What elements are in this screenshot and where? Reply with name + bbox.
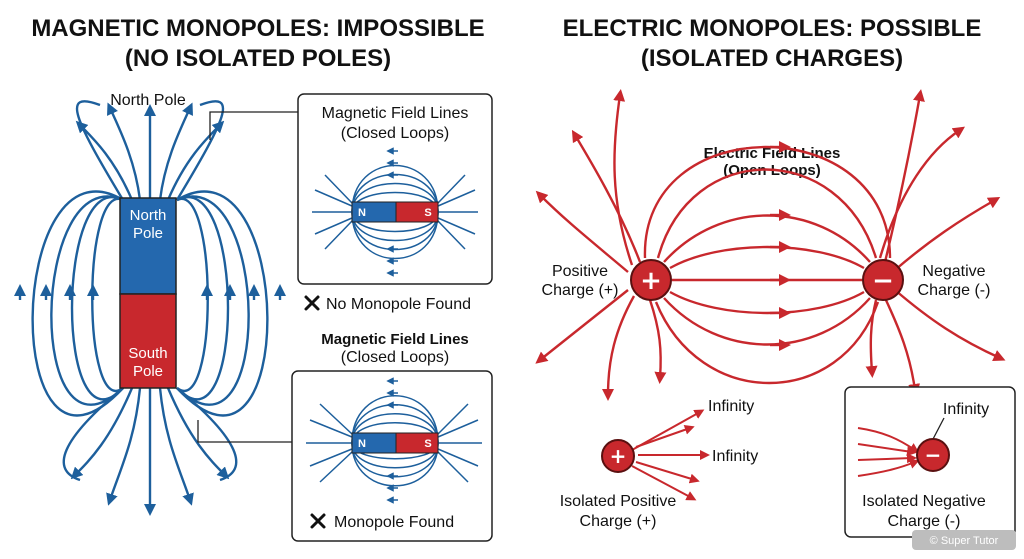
negative-label-line1: Negative [922,263,985,280]
inset-top-s-label: S [424,207,431,219]
inset-top-n-label: N [358,207,366,219]
inset-top-title-line2: (Closed Loops) [341,125,450,142]
inset-top: Magnetic Field Lines (Closed Loops) [297,93,493,285]
isolated-positive-label-line2: Charge (+) [580,513,657,530]
inset-bottom-title-line2: (Closed Loops) [341,349,450,366]
inset-top-magnet-s [395,201,439,223]
magnet-south-half [119,293,177,389]
inset-bottom-s-label: S [424,438,431,450]
isolated-negative-label-line1: Isolated Negative [862,493,986,510]
negative-label-line2: Charge (-) [918,282,991,299]
isolated-negative-sign: − [925,443,942,467]
cross-mark-icon [310,513,326,529]
inset-bottom-n-label: N [358,438,366,450]
right-title-line2: (ISOLATED CHARGES) [641,45,903,72]
bar-magnet: North Pole South Pole [119,197,177,389]
watermark-text: © Super Tutor [930,535,999,547]
cross-mark-icon [304,295,320,311]
isolated-negative-label-line2: Charge (-) [888,513,961,530]
isolated-positive-label-line1: Isolated Positive [560,493,677,510]
inset-bottom: N S Monopole Found [291,370,493,542]
positive-label-line2: Charge (+) [542,282,619,299]
magnet-north-line1: North [130,207,167,224]
inset-top-title-line1: Magnetic Field Lines [322,105,469,122]
right-title-line1: ELECTRIC MONOPOLES: POSSIBLE [563,15,982,42]
bar-magnet-field-lines [14,100,286,516]
isolated-positive-sign: + [610,444,627,468]
magnet-south-line1: South [128,345,167,362]
magnet-north-line2: Pole [133,225,163,242]
isolated-positive-infinity-top: Infinity [708,398,754,415]
isolated-negative-infinity: Infinity [943,401,989,418]
isolated-negative-panel: − Infinity Isolated Negative Charge (-) [844,386,1016,538]
positive-sign: + [640,266,662,296]
connector-top [209,111,298,140]
dipole-field-lines [535,89,1006,401]
isolated-positive-charge: + [601,439,635,473]
inset-bottom-magnet-s [395,432,439,454]
watermark-badge [912,530,1016,550]
isolated-positive-lines [631,409,710,501]
connector-bottom [197,420,292,443]
magnet-south-line2: Pole [133,363,163,380]
isolated-positive-infinity-mid: Infinity [712,448,758,465]
positive-label-line1: Positive [552,263,608,280]
inset-bottom-caption: Monopole Found [334,514,454,531]
inset-top-box [297,93,493,285]
magnet-north-half [119,197,177,295]
left-title-line2: (NO ISOLATED POLES) [125,45,391,72]
positive-charge: + [630,259,672,301]
north-pole-label: North Pole [110,92,186,109]
negative-charge: − [862,259,904,301]
inset-bottom-box [291,370,493,542]
left-title-line1: MAGNETIC MONOPOLES: IMPOSSIBLE [31,15,484,42]
inset-top-caption: No Monopole Found [326,296,471,313]
inset-bottom-title-line1: Magnetic Field Lines [321,331,469,348]
negative-sign: − [872,266,894,296]
isolated-negative-charge [916,438,950,472]
